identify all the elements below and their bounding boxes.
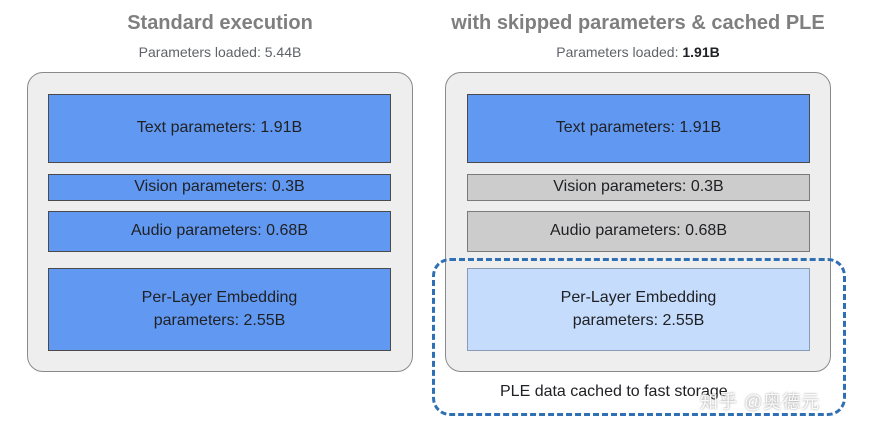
right-vision-parameters-label: Vision parameters: 0.3B [553, 178, 724, 196]
right-audio-parameters-label: Audio parameters: 0.68B [550, 222, 727, 240]
left-subtitle-prefix: Parameters loaded: [138, 44, 265, 60]
left-vision-parameters-block: Vision parameters: 0.3B [48, 174, 391, 201]
watermark: 知乎 @奥德元 [700, 392, 821, 412]
left-panel-subtitle: Parameters loaded: 5.44B [20, 44, 420, 60]
right-ple-label-line2: parameters: 2.55B [572, 311, 705, 329]
left-subtitle-value: 5.44B [264, 44, 302, 60]
right-panel-subtitle: Parameters loaded: 1.91B [438, 44, 838, 60]
right-ple-label-line1: Per-Layer Embedding [560, 289, 717, 307]
right-subtitle-value: 1.91B [682, 44, 720, 60]
ple-cache-dashed-region [432, 258, 846, 416]
left-ple-label-line2: parameters: 2.55B [153, 311, 286, 329]
left-vision-parameters-label: Vision parameters: 0.3B [134, 178, 305, 196]
right-text-parameters-block: Text parameters: 1.91B [467, 94, 810, 163]
left-ple-parameters-block: Per-Layer Embedding parameters: 2.55B [48, 268, 391, 351]
left-ple-label-line1: Per-Layer Embedding [141, 289, 298, 307]
right-panel-title: with skipped parameters & cached PLE [451, 12, 825, 34]
right-text-parameters-label: Text parameters: 1.91B [555, 119, 722, 137]
left-panel-title: Standard execution [127, 12, 313, 34]
left-text-parameters-block: Text parameters: 1.91B [48, 94, 391, 163]
right-ple-parameters-block: Per-Layer Embedding parameters: 2.55B [467, 268, 810, 351]
left-audio-parameters-block: Audio parameters: 0.68B [48, 211, 391, 252]
left-text-parameters-label: Text parameters: 1.91B [136, 119, 303, 137]
left-audio-parameters-label: Audio parameters: 0.68B [131, 222, 308, 240]
ple-cache-caption: PLE data cached to fast storage [500, 383, 728, 400]
right-subtitle-prefix: Parameters loaded: [556, 44, 683, 60]
right-audio-parameters-block: Audio parameters: 0.68B [467, 211, 810, 252]
right-vision-parameters-block: Vision parameters: 0.3B [467, 174, 810, 201]
